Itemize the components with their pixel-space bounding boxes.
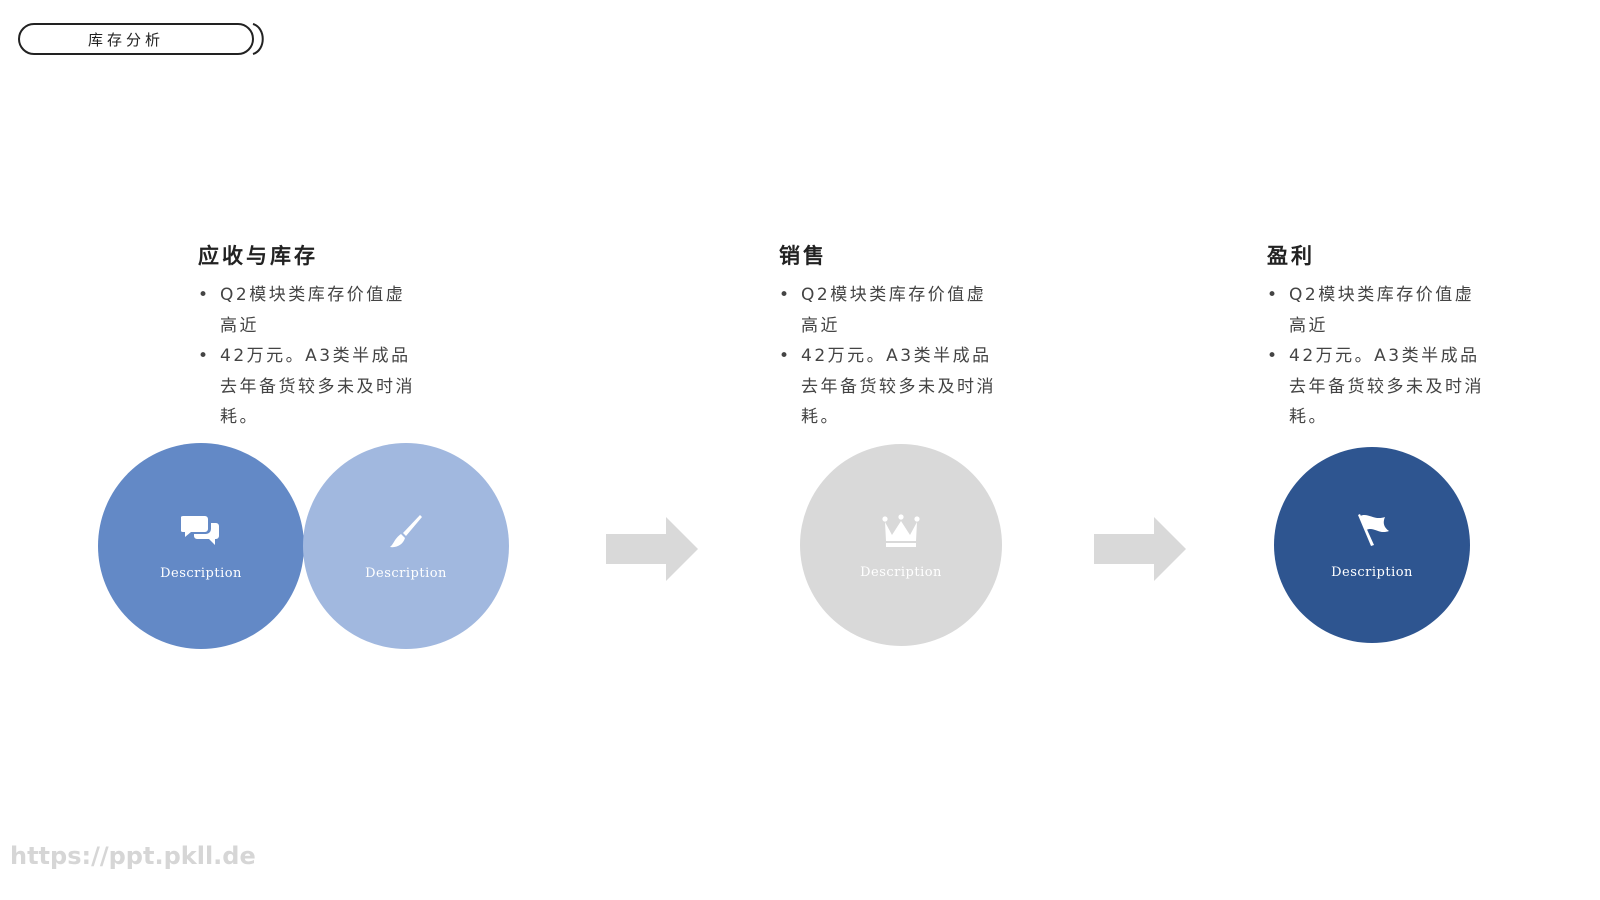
block-title: 盈利 bbox=[1267, 244, 1315, 268]
circle-description-brush: Description bbox=[303, 443, 509, 649]
circle-label: Description bbox=[160, 565, 242, 581]
block-title: 应收与库存 bbox=[198, 244, 318, 268]
block-receivables-inventory: 应收与库存 Q2模块类库存价值虚高近 42万元。A3类半成品去年备货较多未及时消… bbox=[198, 240, 498, 433]
pill-curve-decoration bbox=[252, 23, 264, 55]
block-profit: 盈利 Q2模块类库存价值虚高近 42万元。A3类半成品去年备货较多未及时消耗。 bbox=[1267, 240, 1567, 433]
block-sales: 销售 Q2模块类库存价值虚高近 42万元。A3类半成品去年备货较多未及时消耗。 bbox=[779, 240, 1079, 433]
watermark: https://ppt.pkll.de bbox=[10, 842, 256, 870]
bullet-item: Q2模块类库存价值虚高近 bbox=[779, 280, 1001, 341]
bullet-item: Q2模块类库存价值虚高近 bbox=[198, 280, 420, 341]
page-title: 库存分析 bbox=[18, 23, 254, 55]
bullet-list: Q2模块类库存价值虚高近 42万元。A3类半成品去年备货较多未及时消耗。 bbox=[1267, 280, 1567, 433]
circle-description-flag: Description bbox=[1274, 447, 1470, 643]
circle-label: Description bbox=[365, 565, 447, 581]
arrow-right-icon bbox=[606, 517, 698, 581]
block-title: 销售 bbox=[779, 244, 827, 268]
bullet-item: 42万元。A3类半成品去年备货较多未及时消耗。 bbox=[198, 341, 420, 433]
bullet-item: 42万元。A3类半成品去年备货较多未及时消耗。 bbox=[779, 341, 1001, 433]
bullet-list: Q2模块类库存价值虚高近 42万元。A3类半成品去年备货较多未及时消耗。 bbox=[779, 280, 1079, 433]
circle-label: Description bbox=[1331, 564, 1413, 580]
chat-bubbles-icon bbox=[181, 515, 219, 545]
circle-label: Description bbox=[860, 564, 942, 580]
bullet-list: Q2模块类库存价值虚高近 42万元。A3类半成品去年备货较多未及时消耗。 bbox=[198, 280, 498, 433]
crown-icon bbox=[882, 513, 920, 547]
paintbrush-icon bbox=[390, 514, 422, 547]
flag-icon bbox=[1358, 513, 1389, 546]
circle-description-chat: Description bbox=[98, 443, 304, 649]
bullet-item: Q2模块类库存价值虚高近 bbox=[1267, 280, 1489, 341]
page-title-text: 库存分析 bbox=[87, 30, 164, 49]
bullet-item: 42万元。A3类半成品去年备货较多未及时消耗。 bbox=[1267, 341, 1489, 433]
circle-description-crown: Description bbox=[800, 444, 1002, 646]
arrow-right-icon bbox=[1094, 517, 1186, 581]
